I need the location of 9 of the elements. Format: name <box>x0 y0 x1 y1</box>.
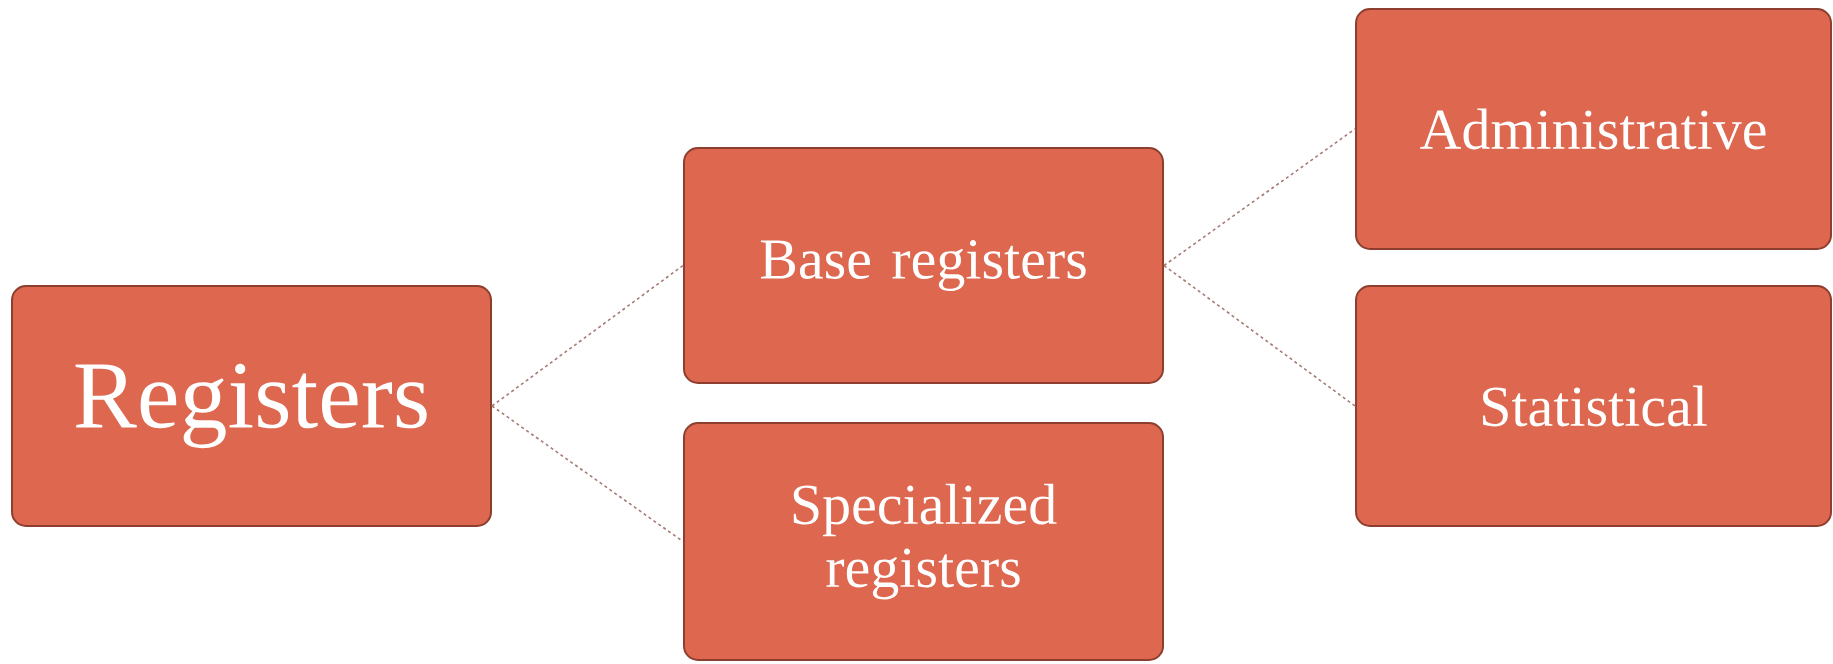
process-box: Specialized registers <box>683 422 1164 661</box>
process-box: Registers <box>11 285 492 527</box>
connector-line <box>1163 264 1356 407</box>
process-box: Administrative <box>1355 8 1832 250</box>
connector-line <box>491 264 684 407</box>
process-box: Statistical <box>1355 285 1832 527</box>
process-box: Base registers <box>683 147 1164 384</box>
connector-line <box>491 405 684 543</box>
connector-line <box>1163 128 1356 267</box>
